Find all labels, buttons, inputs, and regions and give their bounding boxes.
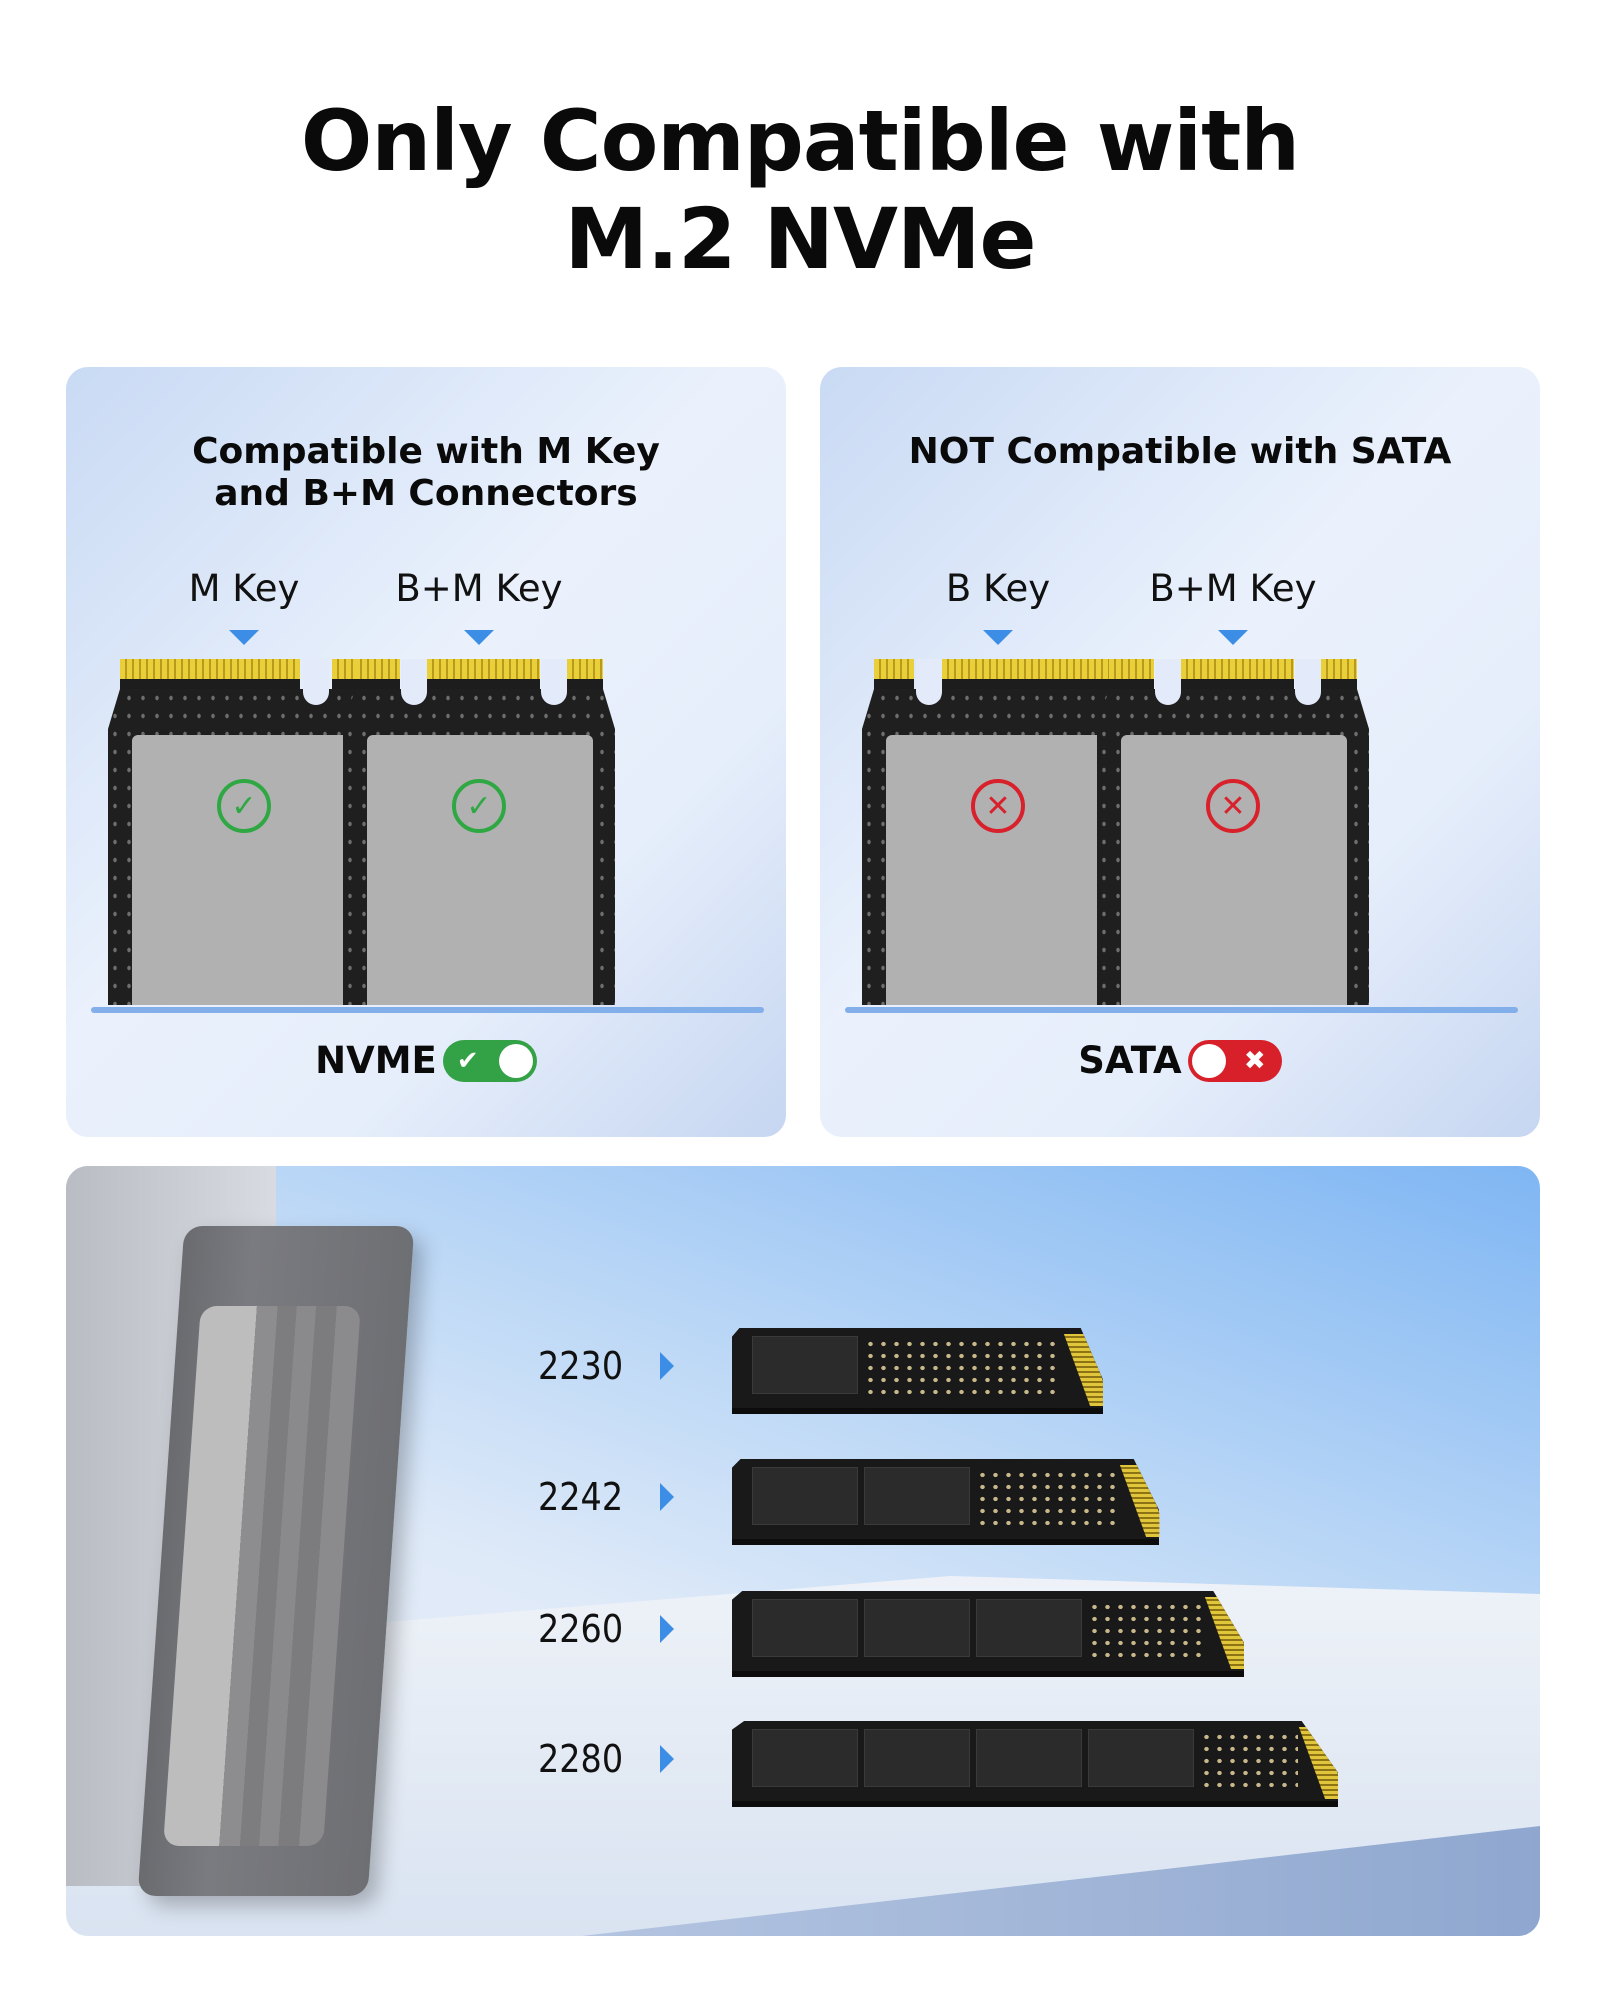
ssd-2260 xyxy=(732,1591,1244,1677)
ssd-2242 xyxy=(732,1459,1160,1545)
size-label: 2280 xyxy=(538,1737,624,1781)
nand-chip xyxy=(864,1467,970,1525)
gold-pins xyxy=(874,659,1122,699)
pointer-triangle-icon xyxy=(229,630,259,645)
toggle-switch-on: ✔ xyxy=(442,1039,537,1082)
pin-group xyxy=(355,659,400,689)
page-title: Only Compatible with M.2 NVMe xyxy=(0,92,1600,288)
toggle-label: NVME xyxy=(315,1039,437,1082)
key-label: B+M Key xyxy=(1149,567,1317,610)
nand-chip xyxy=(864,1729,970,1787)
nand-chip xyxy=(752,1467,858,1525)
key-notch xyxy=(401,659,427,705)
title-line-2: M.2 NVMe xyxy=(564,190,1036,288)
gold-connector xyxy=(1120,1465,1160,1537)
compatible-panel: Compatible with M Key and B+M Connectors… xyxy=(66,367,786,1137)
controller-area xyxy=(1088,1601,1204,1657)
arrow-right-icon xyxy=(660,1745,674,1773)
m2-ssd-card-bm: ✕ xyxy=(1097,659,1369,1005)
ssd-label xyxy=(886,735,1112,1005)
check-circle-icon: ✓ xyxy=(452,779,506,833)
m2-ssd-card-b: ✕ xyxy=(862,659,1134,1005)
key-notch xyxy=(303,659,329,705)
ssd-label xyxy=(132,735,358,1005)
pin-group xyxy=(942,659,1122,689)
controller-area xyxy=(864,1338,1063,1394)
gold-pins xyxy=(355,659,603,699)
panel-heading: Compatible with M Key and B+M Connectors xyxy=(66,431,786,515)
nand-chip xyxy=(976,1729,1082,1787)
pin-group xyxy=(567,659,603,689)
nand-chip xyxy=(1088,1729,1194,1787)
gold-pins xyxy=(120,659,368,699)
ssd-label xyxy=(367,735,593,1005)
key-notch xyxy=(1295,659,1321,705)
nand-chip xyxy=(752,1599,858,1657)
check-icon: ✔ xyxy=(456,1045,479,1076)
x-icon: ✖ xyxy=(1243,1045,1266,1076)
ssd-2280 xyxy=(732,1721,1338,1807)
pin-group xyxy=(1181,659,1294,689)
m2-ssd-card-m: ✓ xyxy=(108,659,380,1005)
size-label: 2230 xyxy=(538,1344,624,1388)
gold-connector xyxy=(1063,1334,1103,1406)
panel-heading: NOT Compatible with SATA xyxy=(820,431,1540,473)
ssd-2230 xyxy=(732,1328,1103,1414)
nand-chip xyxy=(752,1729,858,1787)
toggle-label: SATA xyxy=(1078,1039,1182,1082)
nand-chip xyxy=(976,1599,1082,1657)
pin-group xyxy=(427,659,540,689)
pointer-triangle-icon xyxy=(983,630,1013,645)
nvme-toggle: NVME ✔ xyxy=(66,1039,786,1082)
title-line-1: Only Compatible with xyxy=(300,92,1300,190)
base-line xyxy=(845,1007,1518,1013)
key-label: B Key xyxy=(945,567,1051,610)
key-notch xyxy=(916,659,942,705)
pin-group xyxy=(120,659,300,689)
m2-ssd-card-bm: ✓ xyxy=(343,659,615,1005)
size-label: 2242 xyxy=(538,1475,624,1519)
key-label: M Key xyxy=(188,567,300,610)
toggle-switch-off: ✖ xyxy=(1187,1039,1282,1082)
controller-area xyxy=(1200,1731,1298,1787)
key-label: B+M Key xyxy=(395,567,563,610)
controller-area xyxy=(976,1469,1120,1525)
form-factor-section: 2230 2242 2260 2280 xyxy=(66,1166,1540,1936)
toggle-knob xyxy=(498,1043,533,1078)
pointer-triangle-icon xyxy=(464,630,494,645)
pin-group xyxy=(1109,659,1154,689)
ssd-label xyxy=(1121,735,1347,1005)
size-label: 2260 xyxy=(538,1607,624,1651)
heading-line-1: NOT Compatible with SATA xyxy=(908,431,1452,472)
ssd-enclosure-image xyxy=(137,1226,415,1896)
pointer-triangle-icon xyxy=(1218,630,1248,645)
x-circle-icon: ✕ xyxy=(1206,779,1260,833)
nand-chip xyxy=(752,1336,858,1394)
sata-toggle: SATA ✖ xyxy=(820,1039,1540,1082)
key-notch xyxy=(541,659,567,705)
key-notch xyxy=(1155,659,1181,705)
nand-chip xyxy=(864,1599,970,1657)
arrow-right-icon xyxy=(660,1615,674,1643)
heading-line-2: and B+M Connectors xyxy=(214,473,638,514)
pin-group xyxy=(1321,659,1357,689)
toggle-knob xyxy=(1191,1043,1226,1078)
base-line xyxy=(91,1007,764,1013)
x-circle-icon: ✕ xyxy=(971,779,1025,833)
arrow-right-icon xyxy=(660,1483,674,1511)
arrow-right-icon xyxy=(660,1352,674,1380)
gold-pins xyxy=(1109,659,1357,699)
incompatible-panel: NOT Compatible with SATA B Key✕B+M Key✕ … xyxy=(820,367,1540,1137)
enclosure-window xyxy=(163,1306,361,1846)
pin-group xyxy=(874,659,914,689)
heading-line-1: Compatible with M Key xyxy=(192,431,660,472)
check-circle-icon: ✓ xyxy=(217,779,271,833)
